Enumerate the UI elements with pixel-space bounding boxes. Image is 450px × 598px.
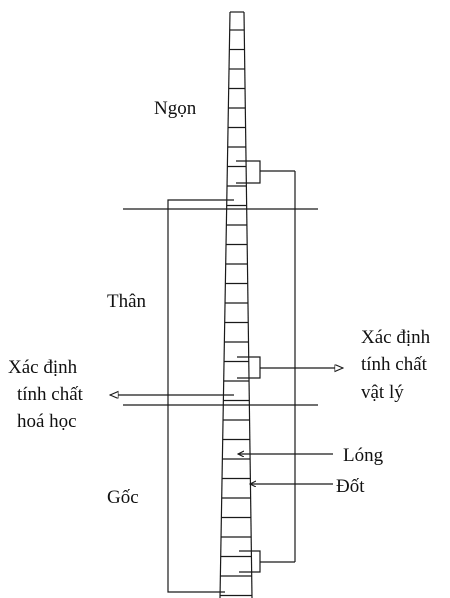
chemical-bracket [110,199,234,593]
label-node: Đốt [336,476,365,497]
physical-bracket [236,160,343,573]
label-internode: Lóng [343,445,384,466]
label-chemical-3: hoá học [17,411,77,432]
stem-nodes [220,29,252,597]
bamboo-stem [219,11,253,598]
stem-right-edge [243,11,253,598]
label-bottom: Gốc [107,487,139,508]
label-chemical-1: Xác định [8,357,78,378]
sample-box-bottom [239,550,261,573]
label-middle: Thân [107,291,147,312]
label-top: Ngọn [154,98,197,119]
label-chemical-2: tính chất [17,384,84,405]
stem-left-edge [219,11,231,598]
chemical-bracket-line [167,199,234,593]
label-physical-2: tính chất [361,354,428,375]
label-physical-3: vật lý [361,382,404,403]
label-physical-1: Xác định [361,327,431,348]
sample-box-top [236,160,261,184]
